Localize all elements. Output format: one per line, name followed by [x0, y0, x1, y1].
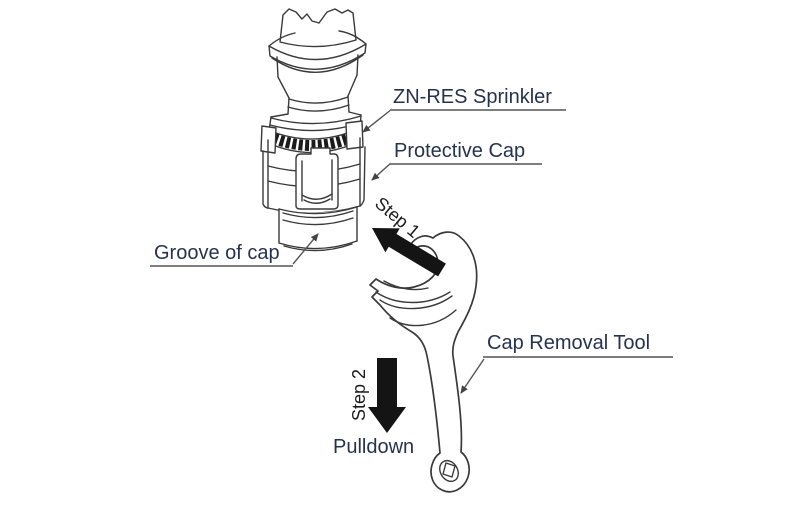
label-protective-cap: Protective Cap [394, 140, 526, 162]
step1-arrow [372, 228, 446, 277]
label-pulldown: Pulldown [333, 436, 415, 458]
leader-groove [292, 233, 319, 265]
leader-protective-cap [371, 162, 392, 181]
cap-left-clip [260, 125, 277, 154]
leader-cap-removal-tool [460, 358, 485, 394]
cap-groove-cylinder-drawing [278, 206, 358, 252]
label-cap-removal-tool: Cap Removal Tool [487, 332, 651, 354]
label-step-2: Step 2 [349, 368, 369, 421]
label-groove-of-cap: Groove of cap [154, 242, 280, 264]
sprinkler-drawing [268, 8, 367, 132]
step2-arrow [368, 358, 406, 433]
leader-lines [292, 108, 485, 394]
wrench-hole [439, 459, 459, 483]
cap-window [295, 147, 339, 210]
protective-cap-drawing [260, 120, 366, 214]
leader-zn-res [362, 108, 393, 133]
wrench-drawing [369, 231, 478, 493]
label-underlines [150, 109, 673, 358]
label-zn-res-sprinkler: ZN-RES Sprinkler [393, 86, 552, 108]
cap-right-clip [345, 120, 364, 150]
